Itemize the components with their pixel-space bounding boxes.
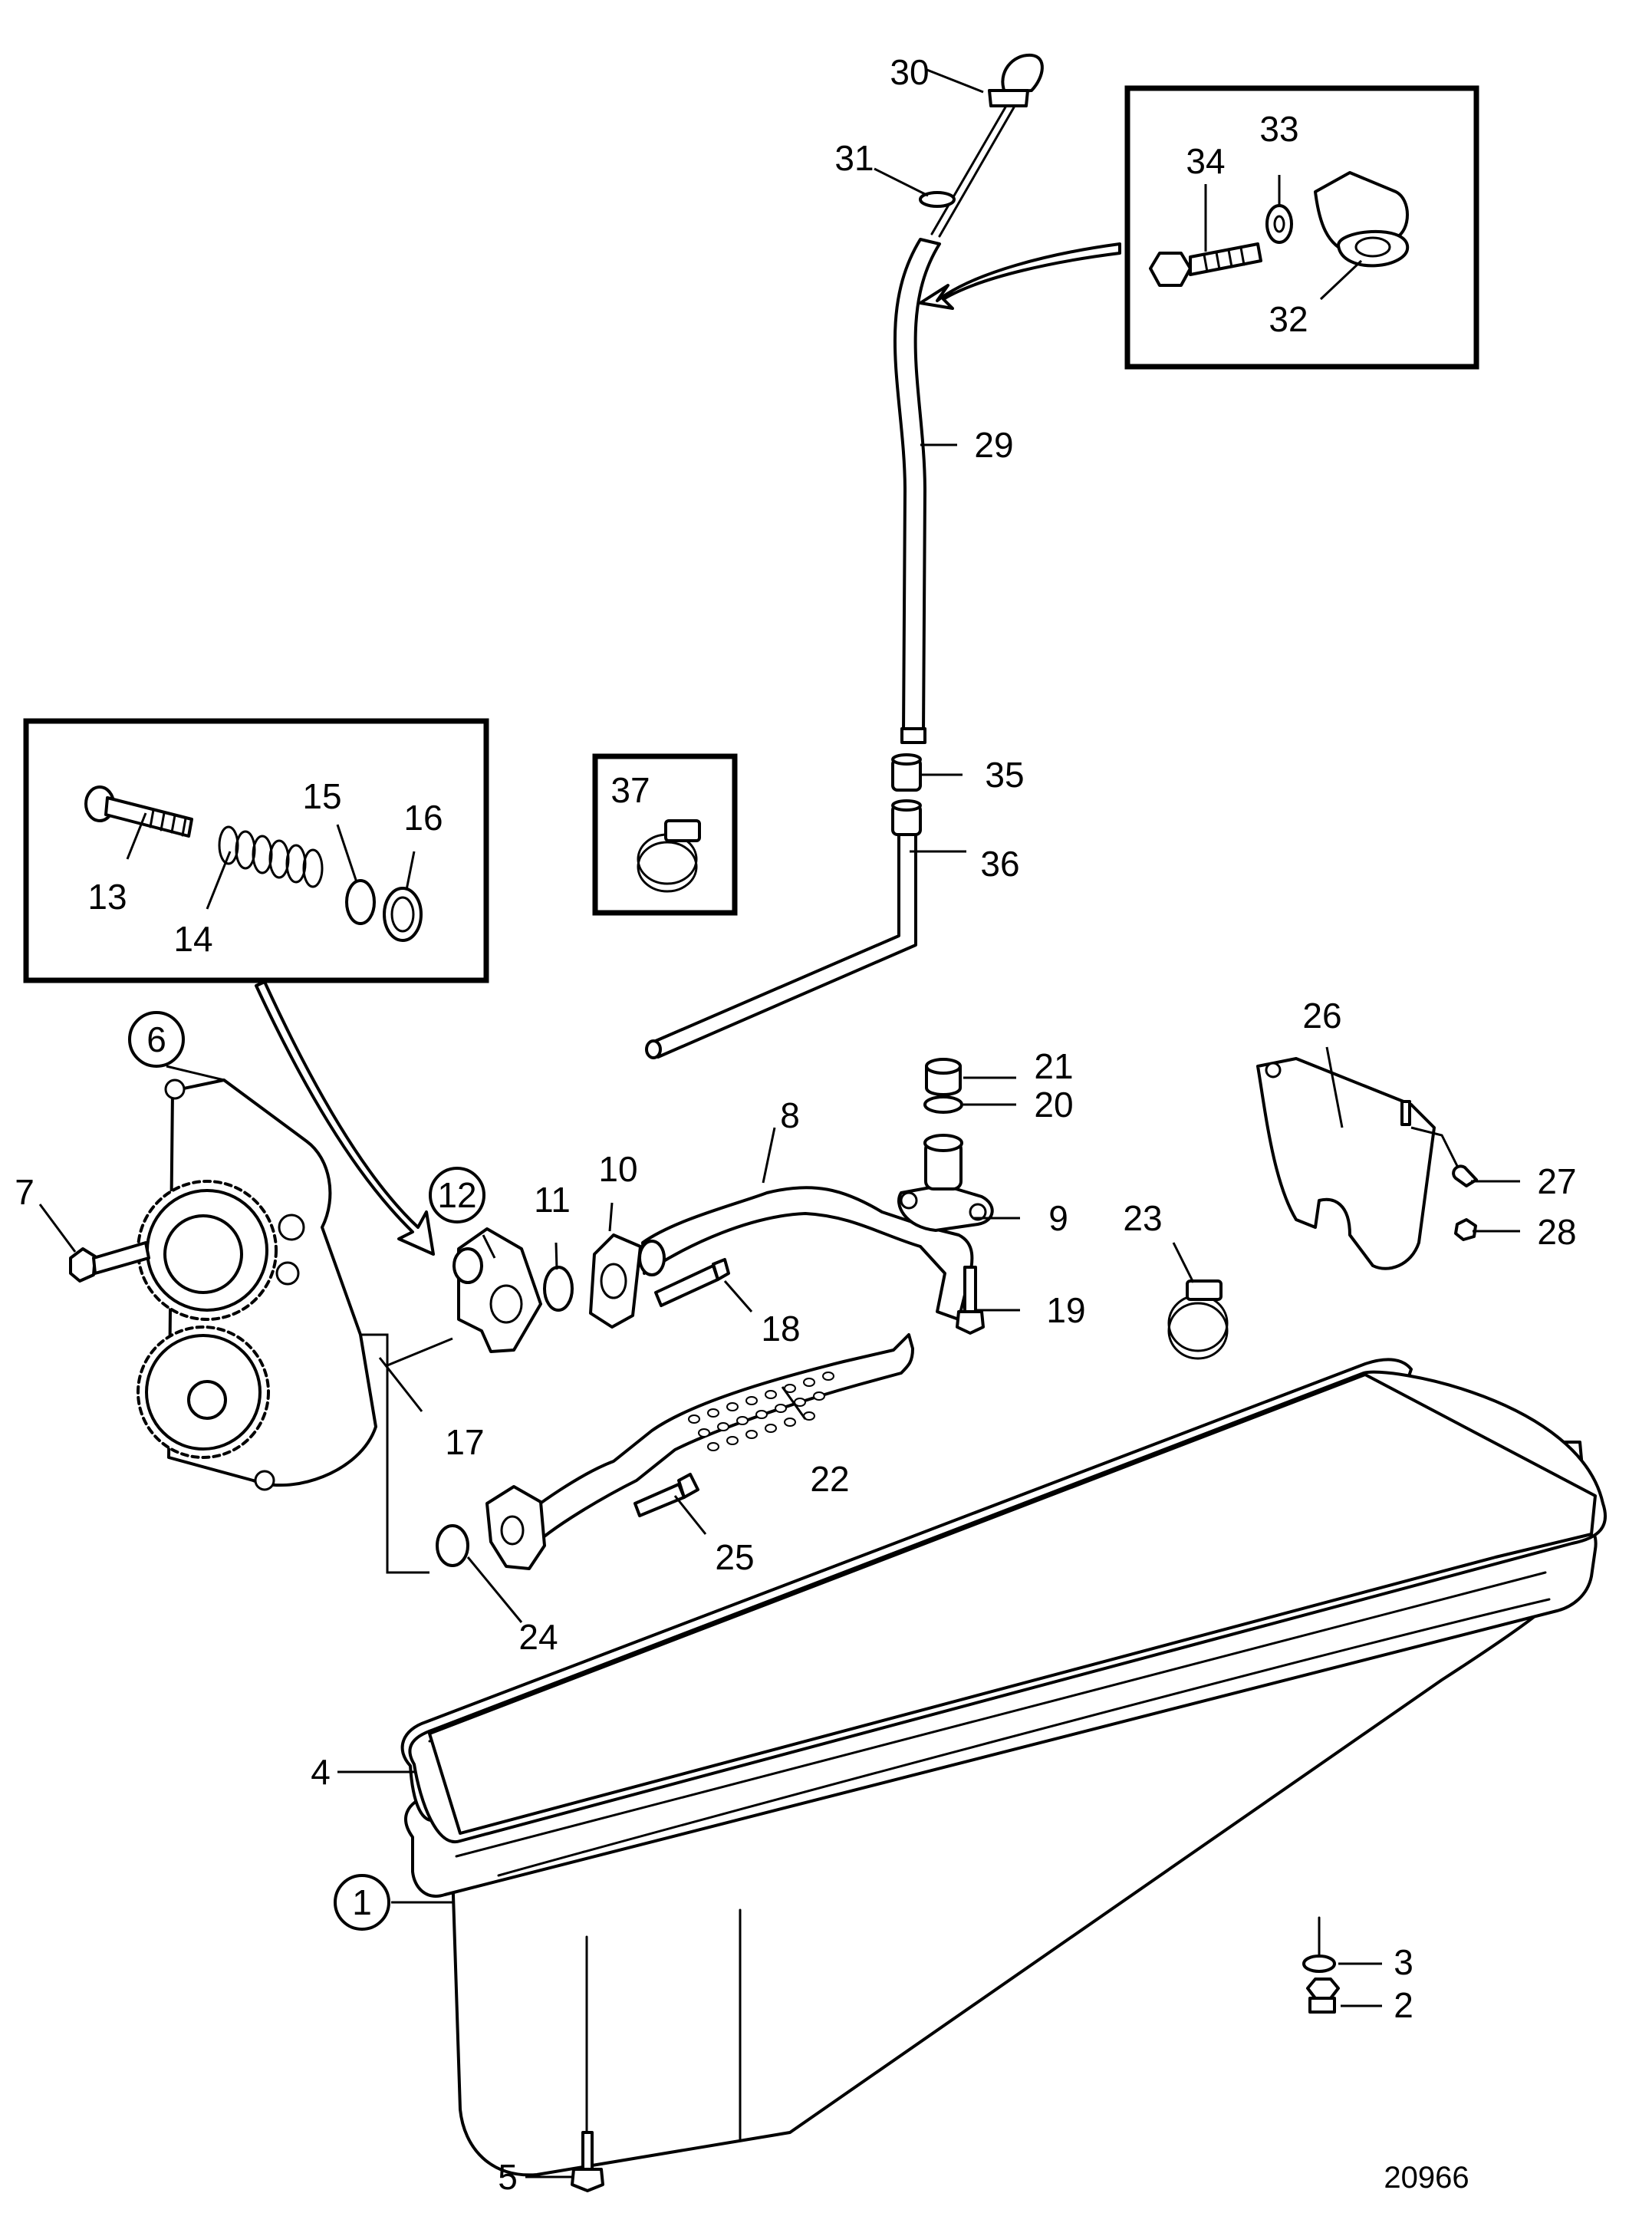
callout-4: 4: [311, 1752, 331, 1792]
bracket-detail-box: [1124, 85, 1479, 370]
hose-clamp-icon: [637, 819, 701, 893]
callout-25: 25: [715, 1537, 754, 1577]
callout-2: 2: [1394, 1985, 1413, 2025]
oil-sump: [400, 1358, 1608, 2192]
drain-plug-2: [1306, 1978, 1340, 2014]
callout-21: 21: [1034, 1046, 1073, 1086]
pipe-flange-9: [897, 1184, 994, 1232]
hose-clamp-23: [1167, 1279, 1229, 1360]
strainer-bolt-25: [633, 1473, 699, 1517]
bracket-screw-28: [1454, 1218, 1477, 1241]
dipstick-handle: [1001, 53, 1044, 94]
valve-detail-arrow: [255, 980, 435, 1256]
callout-circle-12: [429, 1167, 485, 1223]
seal-ring: [543, 1266, 574, 1312]
callout-19: 19: [1046, 1290, 1085, 1330]
callout-17: 17: [445, 1422, 484, 1462]
callout-18: 18: [761, 1309, 800, 1349]
callout-7: 7: [15, 1172, 35, 1212]
callout-29: 29: [974, 425, 1013, 465]
strainer-holes: [688, 1372, 834, 1451]
figure-reference-number: 20966: [1384, 2161, 1469, 2195]
flange-bolt-19: [956, 1266, 985, 1335]
callout-34: 34: [1186, 141, 1225, 181]
upper-gear-icon: [137, 1180, 278, 1321]
callout-20: 20: [1034, 1085, 1073, 1125]
callout-13: 13: [87, 877, 127, 917]
hex-bolt-icon: [1149, 252, 1192, 287]
callout-27: 27: [1537, 1161, 1576, 1201]
bracket-clip-27: [1452, 1164, 1478, 1187]
callout-12: 12: [437, 1175, 476, 1215]
spring-icon: [218, 825, 324, 888]
pressure-pipe-assembly: [452, 1058, 994, 1353]
dipstick-tube: [893, 238, 941, 734]
callout-9: 9: [1048, 1198, 1068, 1238]
dipstick-rod: [930, 104, 1008, 235]
sump-bracket: [1256, 1057, 1478, 1270]
relief-valve-detail-box: [23, 718, 489, 983]
callout-11: 11: [534, 1180, 571, 1220]
callout-22: 22: [810, 1459, 849, 1499]
suction-strainer: [436, 1333, 914, 1570]
callout-30: 30: [890, 52, 929, 92]
upper-gasket-frame: [428, 1373, 1597, 1835]
callout-15: 15: [302, 776, 341, 816]
callout-37: 37: [610, 770, 650, 810]
strainer-o-ring: [436, 1524, 469, 1567]
lower-gear-icon: [137, 1325, 270, 1459]
callout-14: 14: [173, 919, 212, 959]
callout-23: 23: [1123, 1198, 1162, 1238]
strainer-pipe: [505, 1333, 914, 1551]
o-ring-20: [923, 1095, 963, 1114]
guide-tube: [649, 833, 917, 1059]
pump-bolt: [69, 1241, 150, 1283]
callout-circle-1: [334, 1874, 390, 1931]
callout-31: 31: [834, 138, 874, 178]
callout-8: 8: [780, 1095, 800, 1135]
callout-labels: 1 2 3 4 5 6 7 8 9 10 11 12 13 14 15 16 1…: [15, 52, 1576, 2197]
bracket-detail-parts: [1149, 171, 1410, 287]
callout-36: 36: [980, 844, 1019, 884]
hose-clamp-box: [592, 753, 738, 916]
callout-1: 1: [352, 1882, 372, 1922]
callout-32: 32: [1269, 299, 1308, 339]
callout-28: 28: [1537, 1212, 1576, 1252]
bolt-3-washer: [1302, 1916, 1336, 1973]
callout-3: 3: [1394, 1942, 1413, 1982]
valve-washer-icon: [345, 879, 376, 925]
callout-24: 24: [518, 1617, 558, 1657]
relief-valve-parts: [84, 785, 423, 942]
callout-16: 16: [403, 798, 443, 838]
detail-arrow: [919, 242, 1121, 310]
leader-lines: [38, 68, 1520, 2178]
dipstick-cap: [988, 89, 1029, 107]
callout-35: 35: [985, 755, 1024, 795]
lower-dipstick-tube: [645, 753, 922, 1059]
callout-5: 5: [498, 2157, 518, 2197]
pipe-bolt-18: [654, 1264, 719, 1307]
dipstick-assembly: [893, 53, 1044, 744]
callout-26: 26: [1302, 996, 1341, 1036]
callout-6: 6: [146, 1019, 166, 1059]
sump-bolt-5: [571, 2131, 604, 2192]
callout-circle-6: [128, 1011, 185, 1068]
callout-33: 33: [1259, 109, 1298, 149]
callout-10: 10: [598, 1149, 637, 1189]
dipstick-o-ring: [919, 191, 956, 208]
